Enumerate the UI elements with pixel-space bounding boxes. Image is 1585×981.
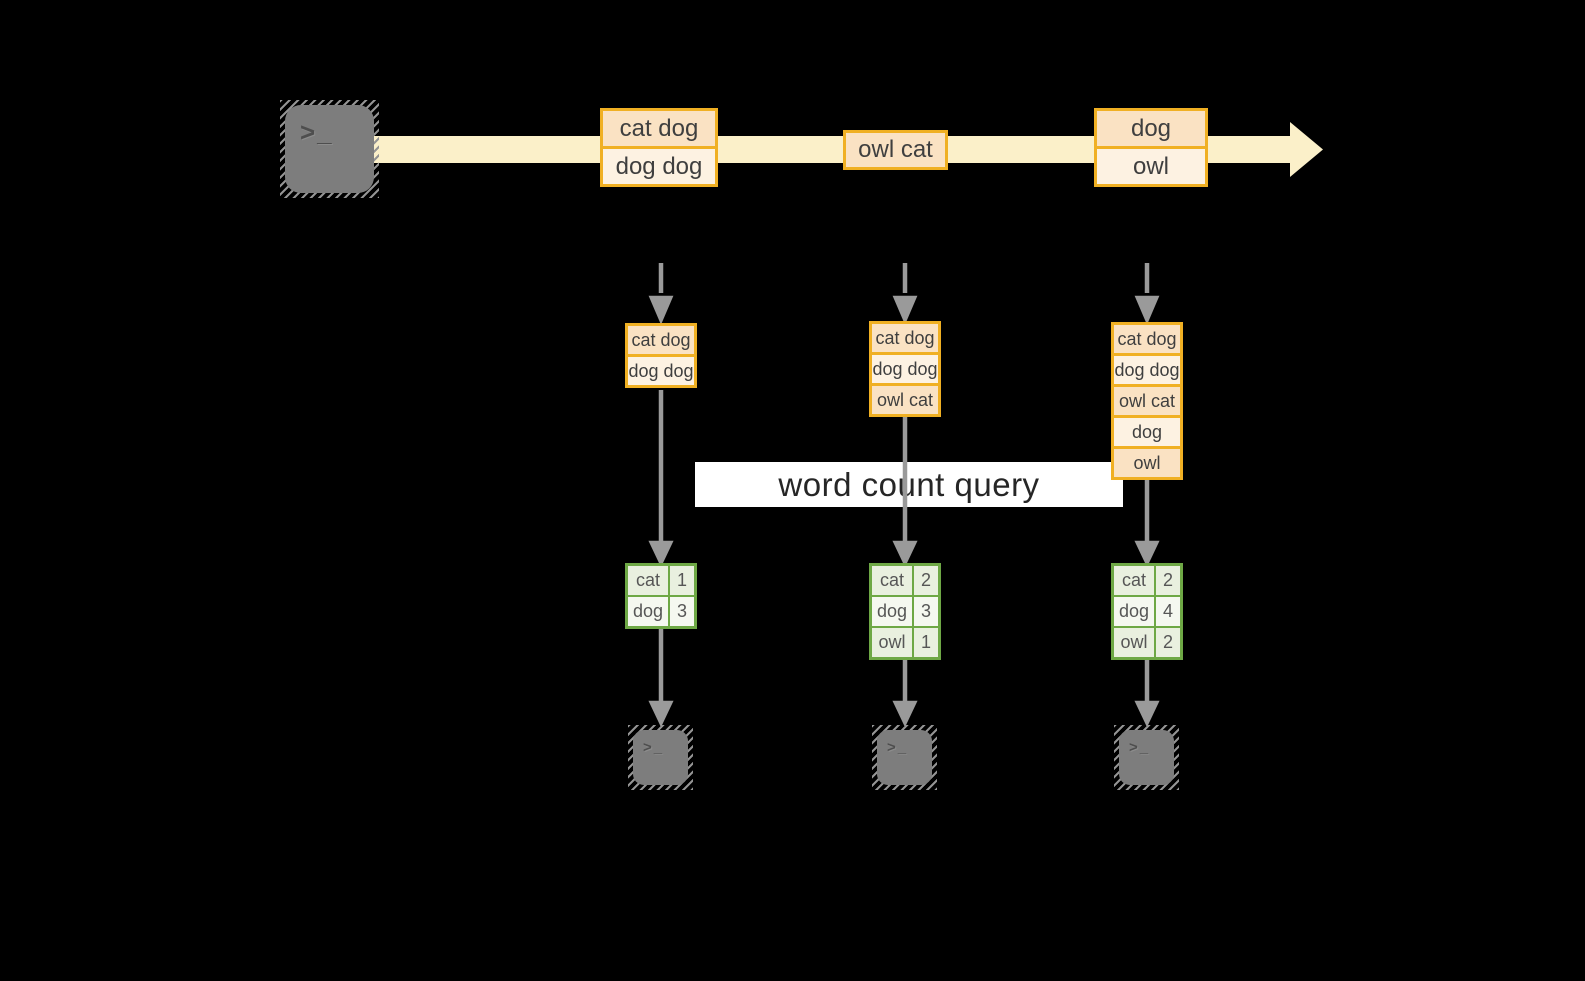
terminal-screen: >_ — [285, 105, 374, 193]
result-row: cat 2 — [1114, 566, 1180, 595]
input-row: dog dog — [872, 352, 938, 383]
result-count-cell: 1 — [668, 566, 694, 595]
result-word-cell: cat — [628, 566, 668, 595]
result-count-cell: 3 — [912, 597, 938, 626]
result-table: cat 2 dog 3 owl 1 — [869, 563, 941, 660]
batch-item: dog dog — [603, 146, 715, 184]
result-row: dog 3 — [628, 595, 694, 626]
input-row: cat dog — [872, 324, 938, 352]
terminal-prompt-icon: >_ — [300, 117, 334, 147]
result-row: owl 2 — [1114, 626, 1180, 657]
input-row: dog dog — [1114, 353, 1180, 384]
result-table: cat 2 dog 4 owl 2 — [1111, 563, 1183, 660]
result-count-cell: 2 — [1154, 566, 1180, 595]
result-count-cell: 1 — [912, 628, 938, 657]
output-terminal-icon: >_ — [1114, 725, 1179, 790]
result-count-cell: 2 — [912, 566, 938, 595]
stream-batch-box: owl cat — [843, 130, 948, 170]
result-word-cell: dog — [1114, 597, 1154, 626]
terminal-screen: >_ — [1119, 730, 1174, 785]
input-row: owl — [1114, 446, 1180, 477]
terminal-screen: >_ — [633, 730, 688, 785]
result-word-cell: cat — [872, 566, 912, 595]
output-terminal-icon: >_ — [872, 725, 937, 790]
stream-batch-box: dog owl — [1094, 108, 1208, 187]
input-table: cat dog dog dog — [625, 323, 697, 388]
batch-item: cat dog — [603, 111, 715, 146]
result-word-cell: dog — [872, 597, 912, 626]
result-row: dog 3 — [872, 595, 938, 626]
terminal-prompt-icon: >_ — [887, 739, 909, 756]
dashed-arrows — [648, 263, 1160, 325]
query-label: word count query — [778, 465, 1040, 503]
query-flow-arrows — [648, 390, 1160, 568]
terminal-prompt-icon: >_ — [1129, 739, 1151, 756]
result-row: cat 1 — [628, 566, 694, 595]
result-row: cat 2 — [872, 566, 938, 595]
terminal-screen: >_ — [877, 730, 932, 785]
query-label-band: word count query — [695, 462, 1123, 507]
input-row: owl cat — [872, 383, 938, 414]
result-table: cat 1 dog 3 — [625, 563, 697, 629]
source-terminal-icon: >_ — [280, 100, 379, 198]
result-count-cell: 2 — [1154, 628, 1180, 657]
result-count-cell: 4 — [1154, 597, 1180, 626]
result-word-cell: dog — [628, 597, 668, 626]
input-row: cat dog — [1114, 325, 1180, 353]
stream-arrowhead — [1290, 122, 1323, 177]
result-row: owl 1 — [872, 626, 938, 657]
input-table: cat dog dog dog owl cat dog owl — [1111, 322, 1183, 480]
input-row: cat dog — [628, 326, 694, 354]
batch-item: dog — [1097, 111, 1205, 146]
batch-item: owl — [1097, 146, 1205, 184]
result-row: dog 4 — [1114, 595, 1180, 626]
result-word-cell: cat — [1114, 566, 1154, 595]
result-word-cell: owl — [872, 628, 912, 657]
result-count-cell: 3 — [668, 597, 694, 626]
batch-item: owl cat — [846, 133, 945, 167]
output-arrows — [648, 629, 1160, 728]
input-row: dog — [1114, 415, 1180, 446]
stream-batch-box: cat dog dog dog — [600, 108, 718, 187]
input-row: dog dog — [628, 354, 694, 385]
output-terminal-icon: >_ — [628, 725, 693, 790]
input-table: cat dog dog dog owl cat — [869, 321, 941, 417]
terminal-prompt-icon: >_ — [643, 739, 665, 756]
input-row: owl cat — [1114, 384, 1180, 415]
result-word-cell: owl — [1114, 628, 1154, 657]
